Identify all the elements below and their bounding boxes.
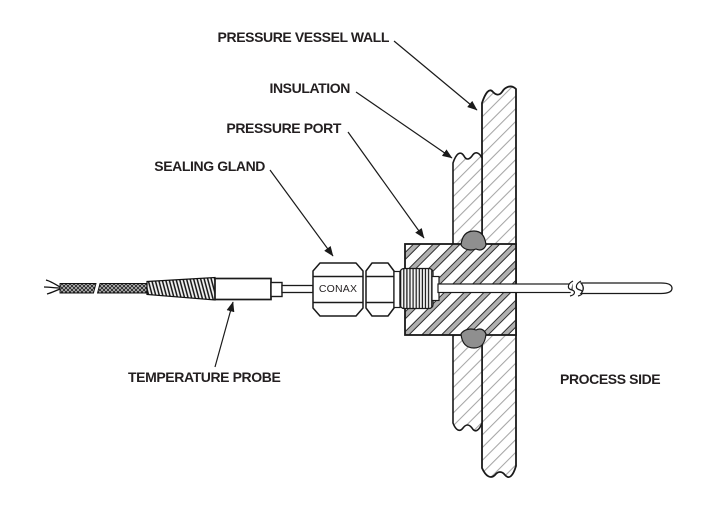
braided-cable-right — [96, 283, 148, 294]
label-process-side: PROCESS SIDE — [560, 371, 661, 387]
label-pressure-vessel-wall: PRESSURE VESSEL WALL — [217, 29, 390, 45]
strain-relief-spring — [146, 276, 216, 301]
insulation-upper-shape — [452, 152, 483, 246]
leader-insulation — [355, 91, 453, 159]
label-conax-brand: CONAX — [318, 283, 358, 295]
braided-cable-left — [59, 283, 97, 294]
label-pressure-port: PRESSURE PORT — [226, 120, 341, 136]
leader-lines — [214, 40, 478, 368]
temperature-probe-body — [214, 277, 272, 301]
threaded-fitting — [399, 267, 434, 310]
gland-collar — [393, 270, 401, 309]
leader-temperature-probe — [214, 301, 235, 368]
weld-fillet-top-icon — [460, 230, 487, 251]
insulation-lower-shape — [452, 334, 483, 432]
rounded-probe-tip — [579, 282, 673, 295]
leader-sealing-gland — [269, 169, 334, 257]
probe-collar — [270, 281, 283, 298]
label-insulation: INSULATION — [269, 80, 350, 96]
probe-stem — [281, 284, 314, 294]
weld-fillet-bottom-icon — [460, 328, 487, 349]
sealing-gland-hex-body — [312, 262, 364, 317]
leader-pressure-vessel-wall — [393, 40, 478, 111]
lead-wires — [43, 279, 61, 295]
label-sealing-gland: SEALING GLAND — [154, 158, 265, 174]
probe-rod — [437, 283, 573, 294]
rod-break-icon — [567, 280, 584, 297]
sealing-gland-hex-nut — [365, 262, 395, 317]
label-temperature-probe: TEMPERATURE PROBE — [128, 369, 281, 385]
leader-pressure-port — [347, 131, 425, 239]
